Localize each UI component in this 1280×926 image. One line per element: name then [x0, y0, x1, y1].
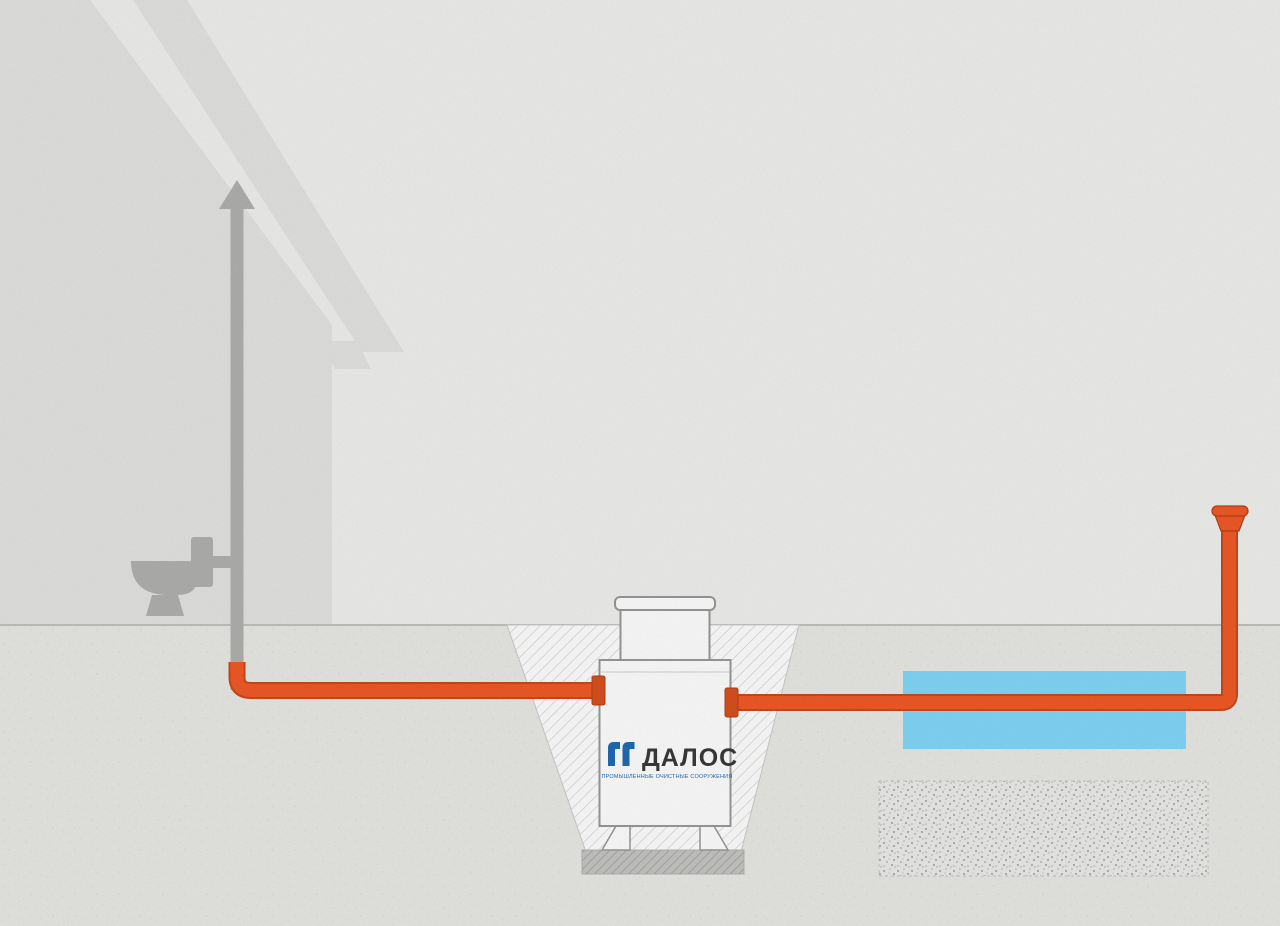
inlet-coupling — [591, 675, 606, 706]
tank-neck — [619, 605, 711, 665]
vent-cap-top — [1211, 505, 1249, 517]
outlet-coupling — [724, 687, 739, 718]
concrete-slab — [581, 849, 745, 875]
gravel-layer — [878, 780, 1209, 877]
brand-name: ДАЛОС — [642, 744, 738, 772]
tank-lid — [614, 596, 716, 611]
brand-tagline: ПРОМЫШЛЕННЫЕ ОЧИСТНЫЕ СООРУЖЕНИЯ — [601, 774, 732, 780]
vent-stack-pipe — [230, 203, 244, 690]
vent-cap-skirt — [1214, 514, 1246, 532]
